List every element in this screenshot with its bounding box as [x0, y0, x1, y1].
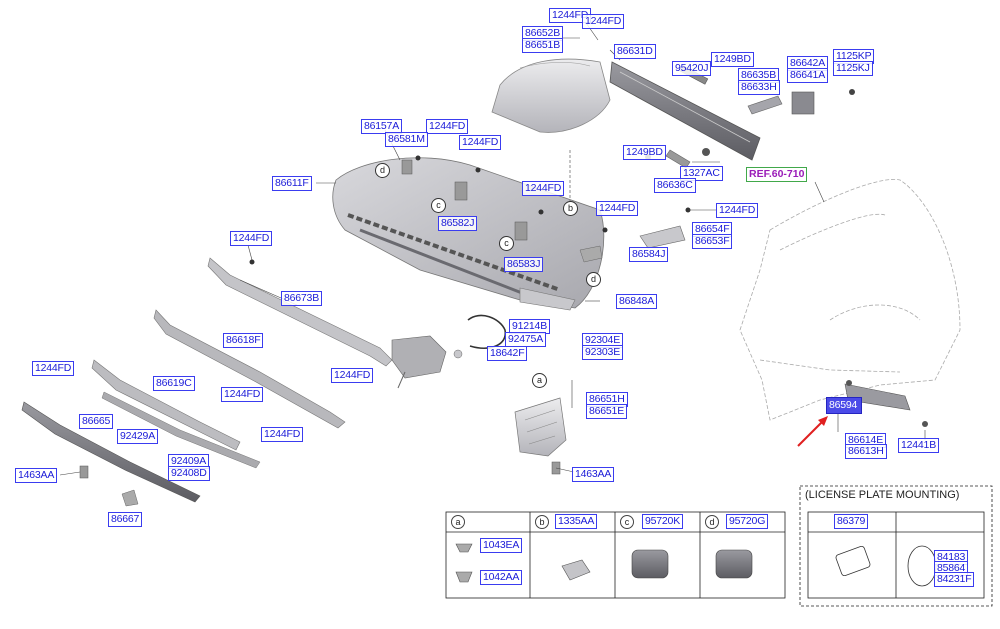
part-label-1463aa[interactable]: 1463AA — [15, 468, 58, 483]
part-label-1244fd[interactable]: 1244FD — [331, 368, 374, 383]
pointer-arrow — [797, 416, 828, 447]
table-letter-c: c — [620, 515, 634, 529]
part-label-1335aa[interactable]: 1335AA — [555, 514, 598, 529]
table-letter-a: a — [451, 515, 465, 529]
wiring-harness-part — [391, 314, 506, 389]
part-label-86581m[interactable]: 86581M — [385, 132, 428, 147]
part-label-1042aa[interactable]: 1042AA — [480, 570, 523, 585]
part-label-1244fd[interactable]: 1244FD — [716, 203, 759, 218]
part-label-92475a[interactable]: 92475A — [505, 332, 547, 347]
callout-circle-b: b — [563, 201, 578, 216]
callout-circle-c: c — [431, 198, 446, 213]
part-label-86651b[interactable]: 86651B — [522, 38, 564, 53]
lower-bracket-part — [79, 397, 567, 507]
license-plate-garnish-part — [844, 380, 928, 427]
car-body-quarter-panel — [739, 178, 961, 421]
part-label-12441b[interactable]: 12441B — [898, 438, 940, 453]
part-label-86379[interactable]: 86379 — [834, 514, 869, 529]
part-label-91214b[interactable]: 91214B — [509, 319, 551, 334]
part-label-86613h[interactable]: 86613H — [845, 444, 887, 459]
part-label-1244fd[interactable]: 1244FD — [230, 231, 273, 246]
table-part-icons — [455, 543, 937, 587]
part-label-86848a[interactable]: 86848A — [616, 294, 658, 309]
part-label-86157a[interactable]: 86157A — [361, 119, 403, 134]
part-label-86619c[interactable]: 86619C — [153, 376, 195, 391]
table-letter-b: b — [535, 515, 549, 529]
part-label-92408d[interactable]: 92408D — [168, 466, 210, 481]
part-label-86583j[interactable]: 86583J — [504, 257, 544, 272]
part-label-86633h[interactable]: 86633H — [738, 80, 780, 95]
part-label-86654f[interactable]: 86654F — [692, 222, 733, 237]
part-label-86594-selected[interactable]: 86594 — [826, 397, 862, 414]
part-label-1249bd[interactable]: 1249BD — [623, 145, 666, 160]
part-label-92429a[interactable]: 92429A — [117, 429, 159, 444]
part-label-1244fd[interactable]: 1244FD — [522, 181, 565, 196]
part-label-86665[interactable]: 86665 — [79, 414, 114, 429]
part-label-86667[interactable]: 86667 — [108, 512, 143, 527]
part-label-86582j[interactable]: 86582J — [438, 216, 478, 231]
part-label-1244fd[interactable]: 1244FD — [32, 361, 75, 376]
part-label-86636c[interactable]: 86636C — [654, 178, 696, 193]
part-label-1244fd[interactable]: 1244FD — [596, 201, 639, 216]
callout-circle-c: c — [499, 236, 514, 251]
part-label-1463aa[interactable]: 1463AA — [572, 467, 615, 482]
part-label-86673b[interactable]: 86673B — [281, 291, 323, 306]
corner-cover-part — [491, 58, 611, 133]
part-label-1249bd[interactable]: 1249BD — [711, 52, 754, 67]
trim-strip-parts — [21, 257, 393, 503]
part-label-86641a[interactable]: 86641A — [787, 68, 829, 83]
callout-circle-d: d — [375, 163, 390, 178]
part-label-1043ea[interactable]: 1043EA — [480, 538, 523, 553]
part-label-92303e[interactable]: 92303E — [582, 345, 624, 360]
parts-table-grid — [445, 485, 993, 607]
part-label-1327ac[interactable]: 1327AC — [680, 166, 723, 181]
part-label-1244fd[interactable]: 1244FD — [549, 8, 592, 23]
part-label-1125kp[interactable]: 1125KP — [833, 49, 875, 64]
part-label-1244fd[interactable]: 1244FD — [582, 14, 625, 29]
part-label-86653f[interactable]: 86653F — [692, 234, 733, 249]
part-label-86584j[interactable]: 86584J — [629, 247, 669, 262]
part-label-86618f[interactable]: 86618F — [223, 333, 264, 348]
part-label-18642f[interactable]: 18642F — [487, 346, 528, 361]
part-label-95720k[interactable]: 95720K — [642, 514, 684, 529]
part-label-84231f[interactable]: 84231F — [934, 572, 975, 587]
callout-circle-d: d — [586, 272, 601, 287]
reference-label[interactable]: REF.60-710 — [746, 167, 808, 182]
part-label-86651e[interactable]: 86651E — [586, 404, 628, 419]
table-letter-d: d — [705, 515, 719, 529]
license-plate-mounting-title: (LICENSE PLATE MOUNTING) — [805, 489, 960, 501]
part-label-86611f[interactable]: 86611F — [272, 176, 312, 191]
part-label-1244fd[interactable]: 1244FD — [459, 135, 502, 150]
part-label-1244fd[interactable]: 1244FD — [261, 427, 304, 442]
part-label-86631d[interactable]: 86631D — [614, 44, 656, 59]
part-label-86652b[interactable]: 86652B — [522, 26, 564, 41]
part-label-1244fd[interactable]: 1244FD — [426, 119, 469, 134]
part-label-1125kj[interactable]: 1125KJ — [833, 61, 873, 76]
part-label-95420j[interactable]: 95420J — [672, 61, 712, 76]
part-label-92409a[interactable]: 92409A — [168, 454, 210, 469]
callout-circle-a: a — [532, 373, 547, 388]
part-label-1244fd[interactable]: 1244FD — [221, 387, 264, 402]
part-label-95720g[interactable]: 95720G — [726, 514, 769, 529]
